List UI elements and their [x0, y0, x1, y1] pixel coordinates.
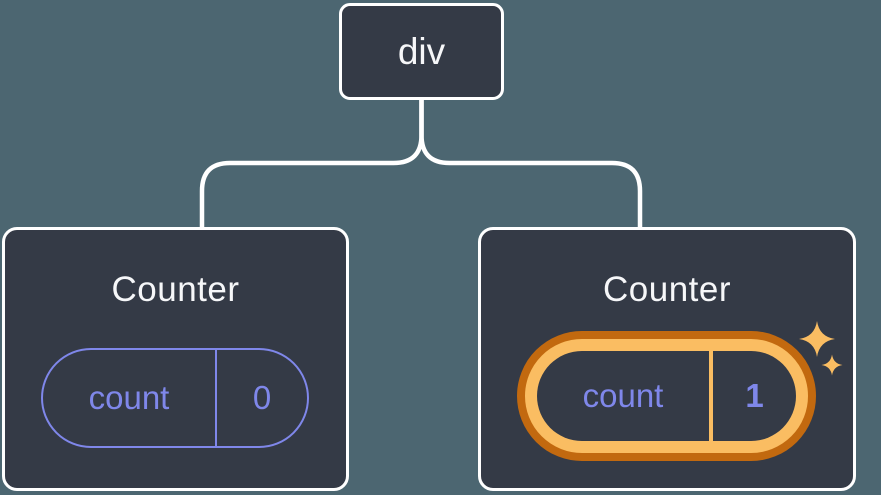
- state-key-label: count: [88, 379, 170, 416]
- counter-right-title: Counter: [602, 270, 732, 309]
- state-pill-divider: [215, 350, 217, 446]
- connector-right: [419, 98, 643, 229]
- connector-left: [199, 98, 424, 229]
- state-pill-right: count 1: [537, 351, 796, 441]
- state-pill-left: count 0: [41, 348, 309, 448]
- state-key-label: count: [582, 377, 664, 414]
- state-value: 0: [252, 379, 272, 416]
- state-pill-divider: [709, 351, 713, 441]
- sparkles-icon: [799, 321, 843, 376]
- counter-left-title: Counter: [111, 270, 240, 309]
- state-value: 1: [745, 377, 764, 414]
- counter-card-left: Counter count 0: [2, 227, 349, 491]
- root-node-label: div: [397, 30, 446, 72]
- state-pill-highlight-ring: count 1: [517, 331, 816, 461]
- counter-card-right: Counter count 1: [478, 227, 856, 491]
- root-node: div: [339, 3, 504, 100]
